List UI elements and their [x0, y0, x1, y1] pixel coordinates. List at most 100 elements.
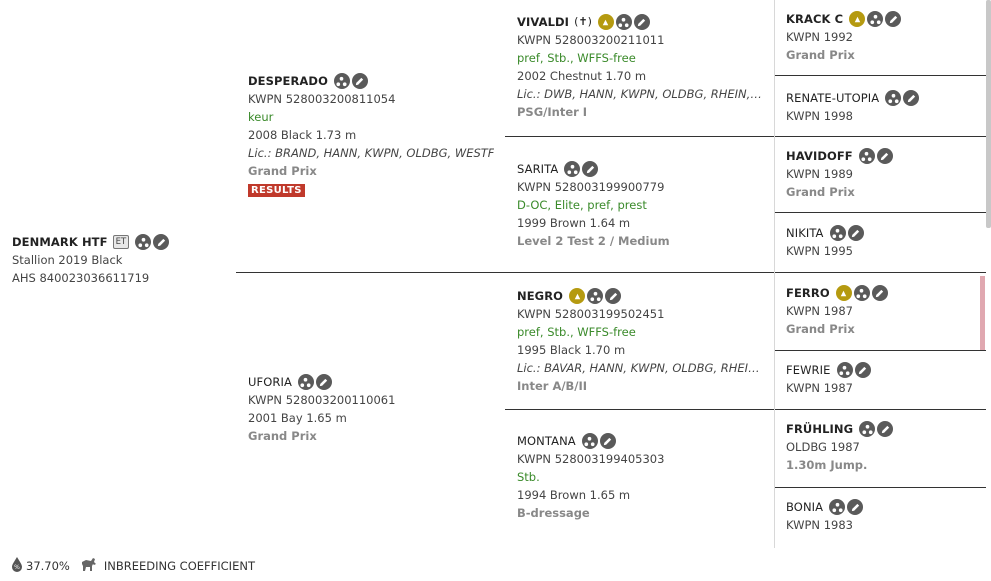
- dam-info: 2001 Bay 1.65 m: [248, 411, 347, 425]
- edit-icon[interactable]: [599, 433, 616, 449]
- edit-icon[interactable]: [847, 499, 864, 515]
- edit-icon[interactable]: [582, 161, 599, 177]
- edit-icon[interactable]: [871, 285, 888, 301]
- g4-reg-5: KWPN 1987: [786, 304, 853, 318]
- g4-name-7[interactable]: FRÜHLING: [786, 422, 854, 436]
- g4-reg-3: KWPN 1989: [786, 167, 853, 181]
- subject-card: DENMARK HTF ET Stallion 2019 Black AHS 8…: [12, 233, 170, 287]
- sire-pred: keur: [248, 110, 274, 124]
- pedigree-icon[interactable]: [564, 161, 581, 177]
- ss-name[interactable]: VIVALDI: [517, 15, 570, 29]
- g4-reg-6: KWPN 1987: [786, 381, 853, 395]
- edit-icon[interactable]: [877, 421, 894, 437]
- pedigree-icon[interactable]: [859, 421, 876, 437]
- sd-card: SARITA KWPN 528003199900779 D-OC, Elite,…: [517, 160, 670, 250]
- subject-name[interactable]: DENMARK HTF: [12, 235, 108, 249]
- dam-name[interactable]: UFORIA: [248, 375, 292, 389]
- pedigree-icon[interactable]: [836, 362, 853, 378]
- g4-reg-4: KWPN 1995: [786, 244, 853, 258]
- sd-pred: D-OC, Elite, pref, prest: [517, 198, 647, 212]
- sd-level: Level 2 Test 2 / Medium: [517, 234, 670, 248]
- ss-card: VIVALDI (✝) KWPN 528003200211011 pref, S…: [517, 13, 762, 121]
- sd-name[interactable]: SARITA: [517, 162, 559, 176]
- pedigree-icon[interactable]: [858, 148, 875, 164]
- g4-name-5[interactable]: FERRO: [786, 286, 830, 300]
- dd-name[interactable]: MONTANA: [517, 434, 576, 448]
- ds-reg: KWPN 528003199502451: [517, 307, 665, 321]
- g4-name-1[interactable]: KRACK C: [786, 12, 844, 26]
- dd-reg: KWPN 528003199405303: [517, 452, 665, 466]
- pedigree-icon[interactable]: [615, 14, 632, 30]
- g4-name-8[interactable]: BONIA: [786, 500, 824, 514]
- g4-card-6: FEWRIE KWPN 1987: [786, 361, 871, 397]
- g4-card-8: BONIA KWPN 1983: [786, 498, 864, 534]
- edit-icon[interactable]: [885, 11, 902, 27]
- ds-name[interactable]: NEGRO: [517, 289, 564, 303]
- pedigree-icon[interactable]: [885, 90, 902, 106]
- g4-reg-2: KWPN 1998: [786, 109, 853, 123]
- g4-name-4[interactable]: NIKITA: [786, 226, 824, 240]
- edit-icon[interactable]: [633, 14, 650, 30]
- pedigree-icon[interactable]: [867, 11, 884, 27]
- edit-icon[interactable]: [351, 73, 368, 89]
- g4-card-1: KRACK C KWPN 1992 Grand Prix: [786, 10, 902, 64]
- pedigree-icon[interactable]: [853, 285, 870, 301]
- et-badge: ET: [112, 235, 130, 249]
- stallion-approved-icon[interactable]: [597, 14, 614, 30]
- g4-card-2: RENATE-UTOPIA KWPN 1998: [786, 89, 920, 125]
- g4-level-3: Grand Prix: [786, 185, 855, 199]
- pedigree-icon[interactable]: [297, 374, 314, 390]
- stallion-approved-icon[interactable]: [849, 11, 866, 27]
- sd-info: 1999 Brown 1.64 m: [517, 216, 631, 230]
- pedigree-icon[interactable]: [829, 499, 846, 515]
- sd-reg: KWPN 528003199900779: [517, 180, 665, 194]
- stallion-approved-icon[interactable]: [835, 285, 852, 301]
- edit-icon[interactable]: [605, 288, 622, 304]
- edit-icon[interactable]: [903, 90, 920, 106]
- pedigree-icon[interactable]: [587, 288, 604, 304]
- results-button[interactable]: RESULTS: [248, 184, 305, 197]
- inbreeding-percent: 37.70%: [26, 558, 70, 573]
- ds-level: Inter A/B/II: [517, 379, 588, 393]
- ds-info: 1995 Black 1.70 m: [517, 343, 626, 357]
- divider-g4-2: [774, 212, 986, 213]
- stallion-approved-icon[interactable]: [569, 288, 586, 304]
- sire-level: Grand Prix: [248, 164, 317, 178]
- column-divider: [774, 0, 775, 548]
- subject-reg: AHS 840023036611719: [12, 271, 150, 285]
- pedigree-icon[interactable]: [581, 433, 598, 449]
- pedigree-icon[interactable]: [829, 225, 846, 241]
- edit-icon[interactable]: [315, 374, 332, 390]
- divider-g4-3: [774, 350, 986, 351]
- ds-card: NEGRO KWPN 528003199502451 pref, Stb., W…: [517, 287, 762, 395]
- g4-reg-8: KWPN 1983: [786, 518, 853, 532]
- g4-name-2[interactable]: RENATE-UTOPIA: [786, 91, 880, 105]
- droplet-percent-icon: %: [11, 556, 23, 575]
- pedigree-icon[interactable]: [135, 234, 152, 250]
- horse-icon: [80, 556, 98, 575]
- sire-name[interactable]: DESPERADO: [248, 74, 328, 88]
- edit-icon[interactable]: [847, 225, 864, 241]
- g4-card-4: NIKITA KWPN 1995: [786, 224, 864, 260]
- edit-icon[interactable]: [876, 148, 893, 164]
- dam-level: Grand Prix: [248, 429, 317, 443]
- ss-lic: Lic.: DWB, HANN, KWPN, OLDBG, RHEIN, SAT…: [517, 87, 762, 101]
- ss-level: PSG/Inter I: [517, 105, 588, 119]
- edit-icon[interactable]: [153, 234, 170, 250]
- ss-pred: pref, Stb., WFFS-free: [517, 51, 636, 65]
- ss-info: 2002 Chestnut 1.70 m: [517, 69, 647, 83]
- sire-lic: Lic.: BRAND, HANN, KWPN, OLDBG, WESTF: [248, 146, 495, 160]
- divider-g4-1: [774, 75, 986, 76]
- g4-card-3: HAVIDOFF KWPN 1989 Grand Prix: [786, 147, 893, 201]
- scrollbar-thumb[interactable]: [986, 0, 991, 228]
- edit-icon[interactable]: [854, 362, 871, 378]
- ds-lic: Lic.: BAVAR, HANN, KWPN, OLDBG, RHEIN, S…: [517, 361, 762, 375]
- divider-ss-sd: [505, 136, 986, 137]
- inbreeding-label[interactable]: INBREEDING COEFFICIENT: [103, 558, 255, 573]
- g4-level-7: 1.30m Jump.: [786, 458, 868, 472]
- inbreeding-footer: % 37.70% INBREEDING COEFFICIENT: [11, 556, 255, 575]
- g4-name-3[interactable]: HAVIDOFF: [786, 149, 853, 163]
- g4-reg-7: OLDBG 1987: [786, 440, 860, 454]
- pedigree-icon[interactable]: [333, 73, 350, 89]
- g4-name-6[interactable]: FEWRIE: [786, 363, 831, 377]
